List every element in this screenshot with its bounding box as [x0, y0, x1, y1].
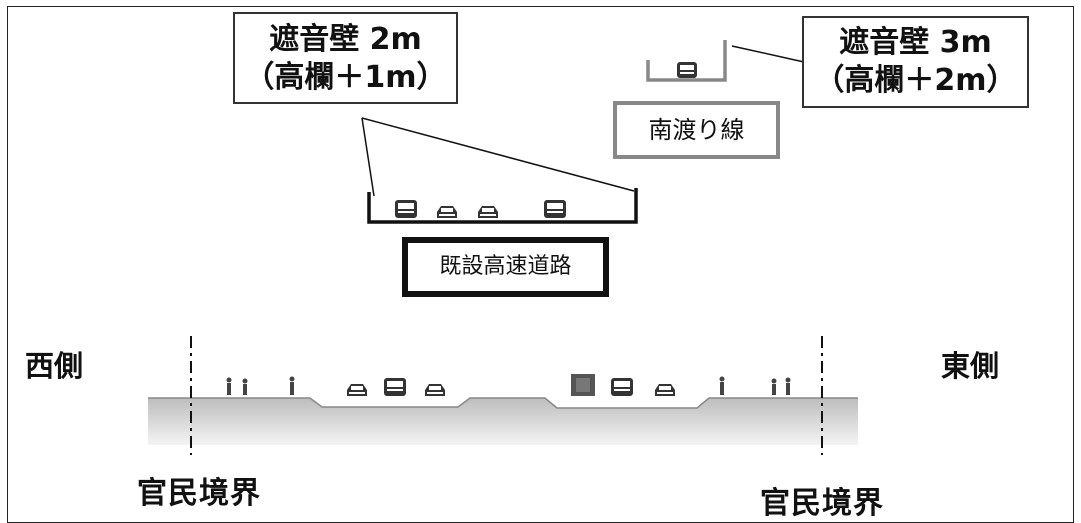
noise-wall-3m-note: （高欄＋2m）	[814, 63, 1017, 98]
noise-wall-2m-callout: 遮音壁 2m （高欄＋1m）	[233, 12, 458, 104]
ground-top-line	[148, 397, 858, 409]
noise-wall-3m-callout: 遮音壁 3m （高欄＋2m）	[802, 16, 1029, 108]
leader-line-left	[361, 117, 375, 197]
leader-line-right	[361, 117, 635, 192]
ground-surface	[148, 398, 858, 445]
south-ramp-label: 南渡り線	[613, 101, 780, 159]
car-icon	[347, 384, 367, 396]
public-private-boundary-left-label: 官民境界	[137, 476, 261, 511]
existing-expressway-label-text: 既設高速道路	[439, 254, 572, 279]
east-side-label: 東側	[941, 349, 1000, 383]
expressway-deck	[367, 188, 638, 224]
truck-icon	[611, 378, 633, 396]
noise-wall-2m-title: 遮音壁 2m	[269, 22, 422, 57]
noise-wall-3m-title: 遮音壁 3m	[839, 25, 992, 60]
public-private-boundary-right-label: 官民境界	[760, 486, 884, 521]
noise-wall-2m-note: （高欄＋1m）	[244, 60, 447, 95]
truck-icon	[395, 200, 417, 218]
car-icon	[655, 384, 675, 396]
ramp-deck	[646, 40, 727, 82]
pedestrian-icon	[719, 376, 791, 395]
truck-icon	[544, 200, 566, 218]
south-ramp-label-text: 南渡り線	[648, 116, 745, 144]
car-icon	[425, 384, 445, 396]
leader-line-ramp	[731, 45, 805, 63]
car-icon	[478, 206, 498, 218]
pedestrian-icon	[226, 376, 295, 395]
west-side-label: 西側	[25, 349, 84, 383]
truck-icon	[571, 374, 595, 396]
existing-expressway-label: 既設高速道路	[402, 237, 609, 297]
car-icon	[437, 206, 457, 218]
car-icon	[677, 62, 697, 78]
truck-icon	[384, 378, 406, 396]
